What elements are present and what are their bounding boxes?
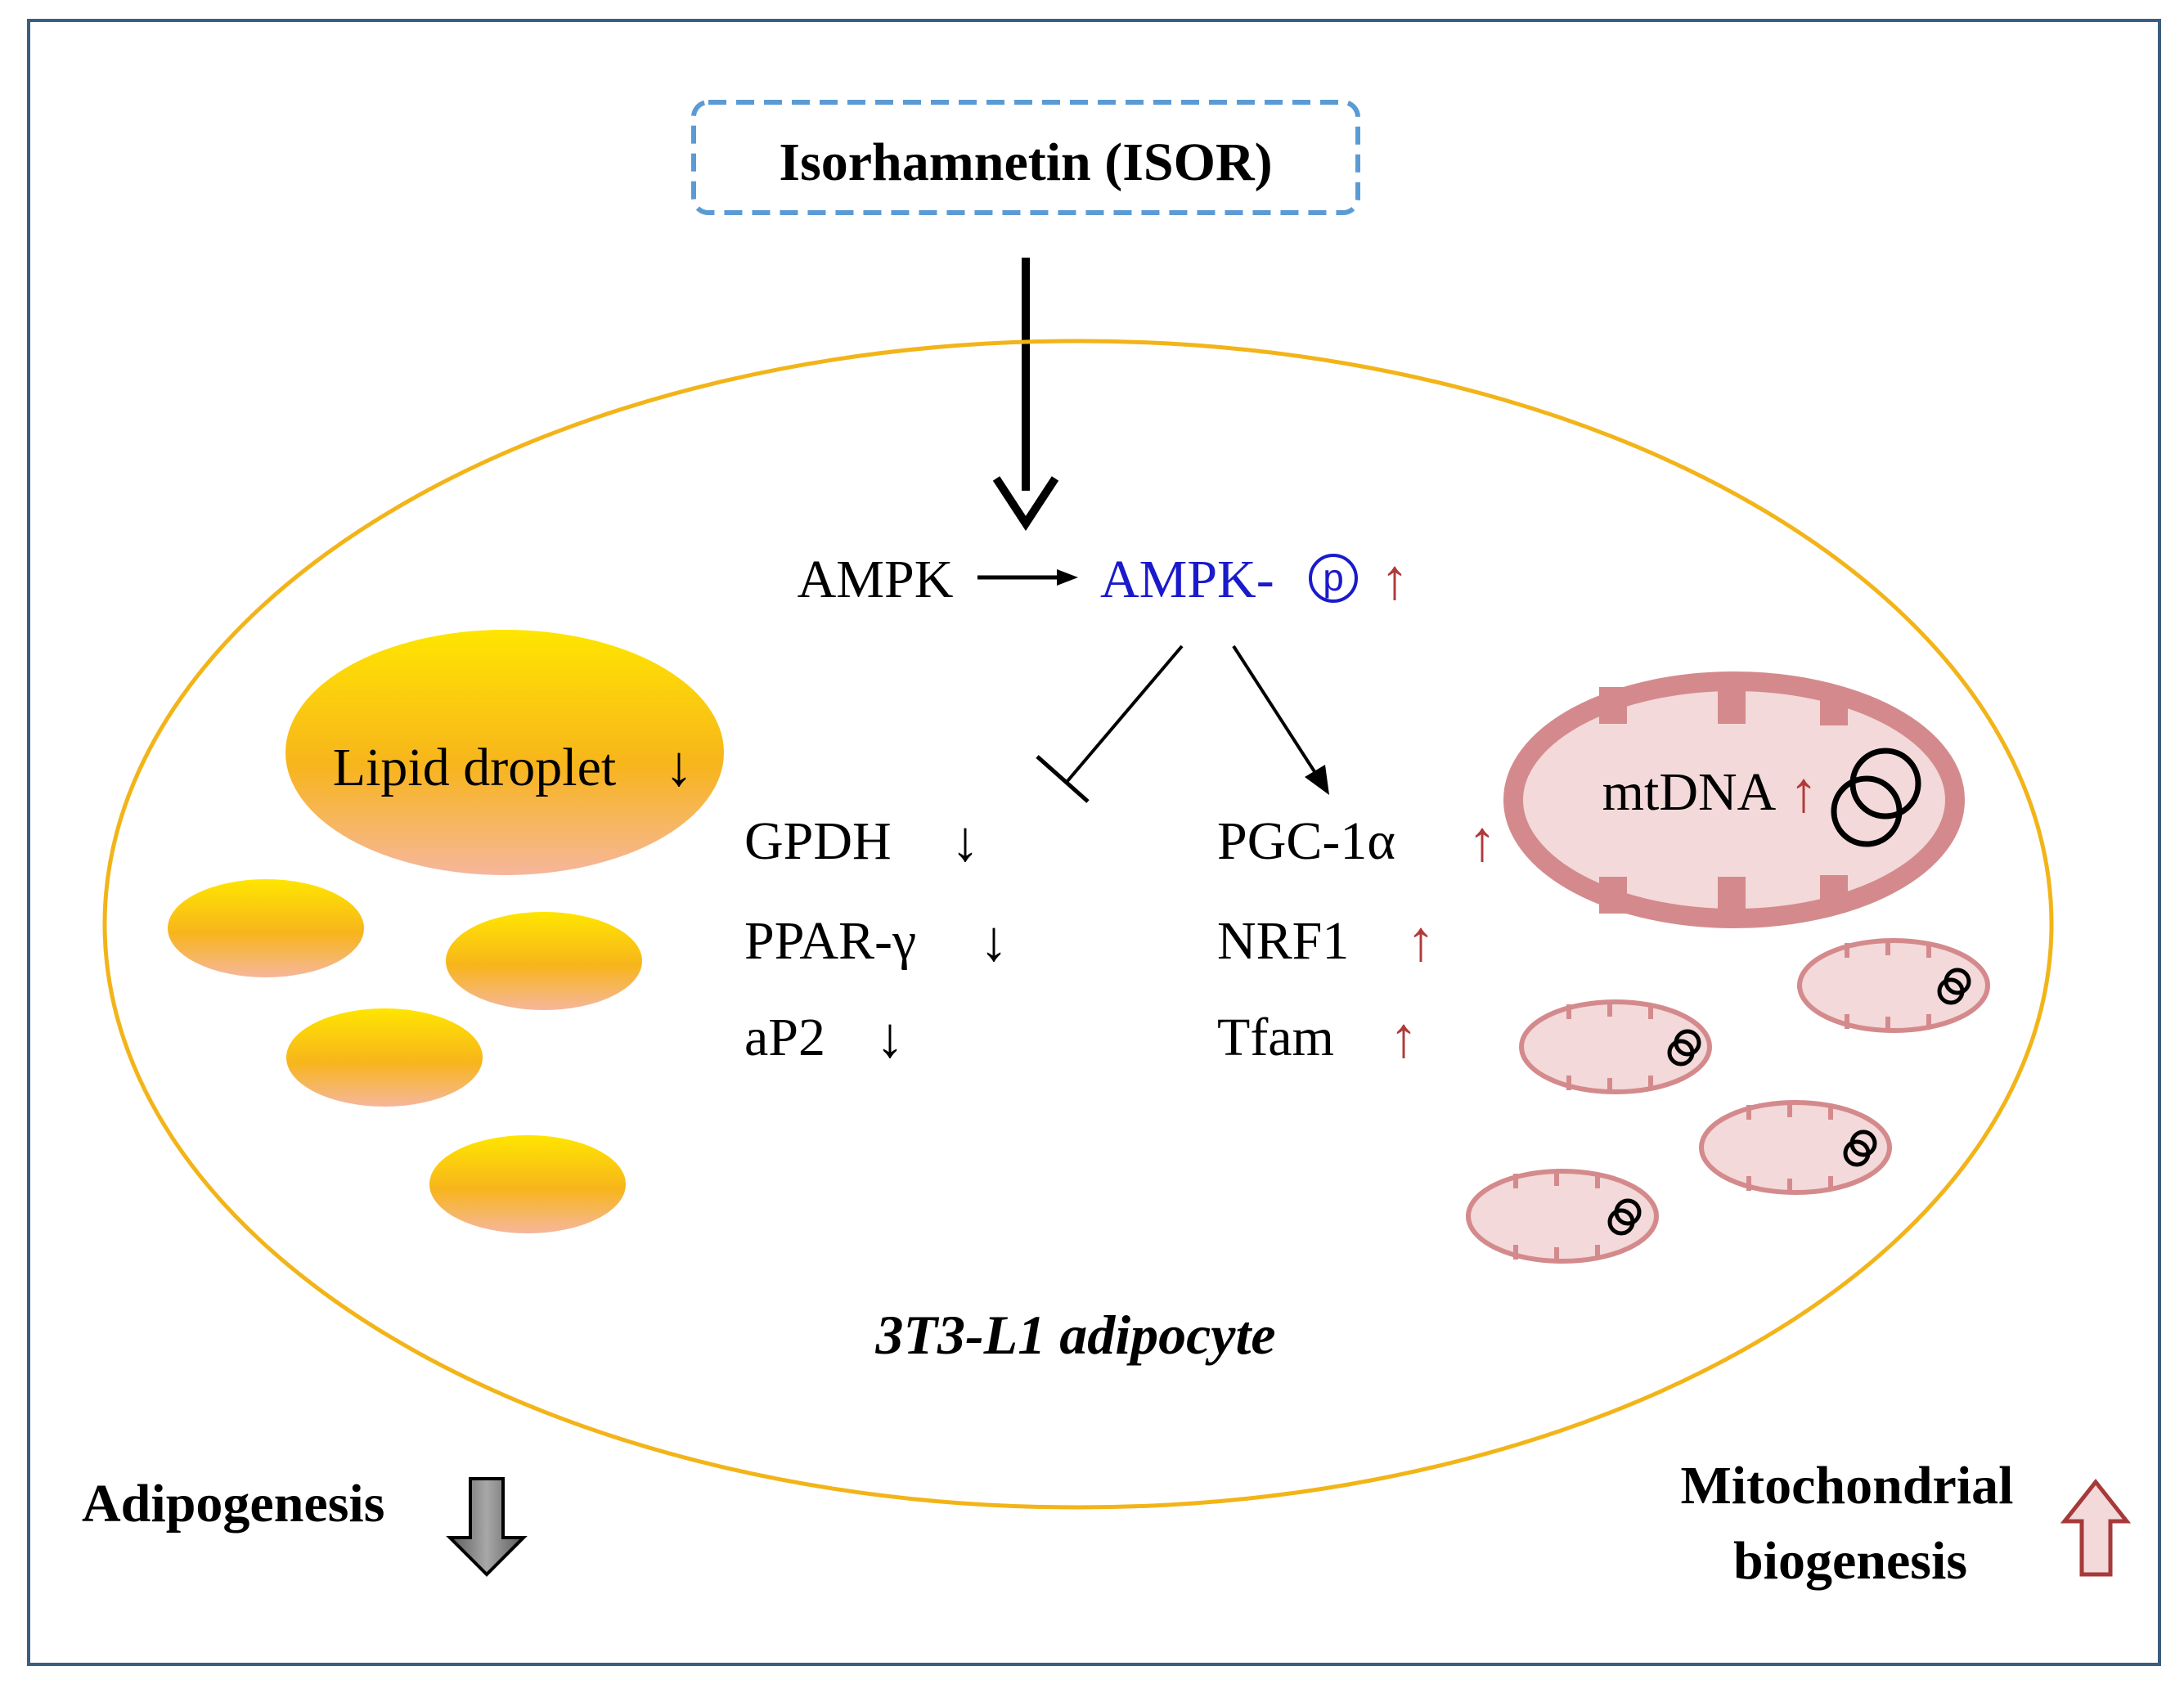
phospho-letter: p (1323, 556, 1344, 599)
small-lipid-droplet (429, 1135, 626, 1233)
mtdna-circle-icon (1831, 775, 1903, 847)
lipid-droplet-label: Lipid droplet (333, 738, 616, 797)
gene-pparg: PPAR-γ (744, 911, 916, 971)
gene-pparg-down-arrow: ↓ (980, 910, 1009, 973)
small-lipid-droplet (286, 1008, 483, 1107)
small-mitochondrion (1519, 999, 1712, 1094)
activation-arrow-head (1305, 765, 1329, 795)
small-mitochondrion (1797, 938, 1990, 1033)
gene-tfam-up-arrow: ↑ (1390, 1007, 1418, 1070)
phospho-circle-icon (1309, 554, 1358, 603)
gene-tfam: Tfam (1217, 1008, 1334, 1067)
gene-gpdh: GPDH (744, 811, 892, 871)
ampk-arrow-head (1057, 569, 1078, 586)
adipogenesis-label: Adipogenesis (82, 1474, 384, 1534)
figure-frame (27, 19, 2161, 1666)
adipogenesis-down-arrow-icon (446, 1477, 528, 1577)
small-mitochondria (1466, 938, 1990, 1264)
lipid-droplet-down-arrow: ↓ (665, 735, 694, 798)
gene-pgc1a-up-arrow: ↑ (1468, 811, 1497, 873)
ampk-p-up-arrow: ↑ (1381, 549, 1409, 612)
mtdna-label: mtDNA (1602, 762, 1777, 822)
gene-gpdh-down-arrow: ↓ (951, 811, 980, 873)
inhibited-gene-list: GPDH ↓ PPAR-γ ↓ aP2 ↓ (744, 811, 1009, 1070)
inhibition-bar (1036, 755, 1090, 803)
isor-box (691, 100, 1360, 215)
mito-biogenesis-label-line1: Mitochondrial (1681, 1456, 2014, 1516)
cell-label: 3T3-L1 adipocyte (874, 1304, 1275, 1366)
mitochondrion-membrane (1503, 671, 1965, 928)
inhibition-line (1066, 644, 1184, 783)
adipocyte-cell (102, 339, 2054, 1510)
small-mitochondrion (1699, 1100, 1892, 1195)
gene-ap2-down-arrow: ↓ (876, 1007, 905, 1070)
small-lipid-droplet (168, 879, 364, 977)
large-mitochondrion: mtDNA ↑ (1503, 671, 1965, 928)
mito-biogenesis-up-arrow-icon (2060, 1478, 2132, 1577)
gene-pgc1a: PGC-1α (1217, 811, 1395, 871)
activated-gene-list: PGC-1α ↑ NRF1 ↑ Tfam ↑ (1217, 811, 1497, 1070)
isor-arrow-head (992, 476, 1059, 532)
small-mitochondrion (1466, 1169, 1659, 1264)
mito-biogenesis-label-line2: biogenesis (1733, 1531, 1967, 1591)
small-lipid-droplet (446, 912, 642, 1010)
lipid-droplets: Lipid droplet ↓ (168, 630, 724, 1233)
mtdna-up-arrow: ↑ (1790, 761, 1818, 824)
isor-title: Isorhamnetin (ISOR) (779, 132, 1272, 192)
gene-nrf1-up-arrow: ↑ (1407, 910, 1436, 973)
gene-ap2: aP2 (744, 1008, 825, 1067)
ampk-p-label: AMPK- (1100, 550, 1274, 609)
activation-line (1232, 644, 1317, 775)
large-lipid-droplet (285, 630, 724, 875)
ampk-label: AMPK (798, 550, 954, 609)
gene-nrf1: NRF1 (1217, 911, 1349, 971)
